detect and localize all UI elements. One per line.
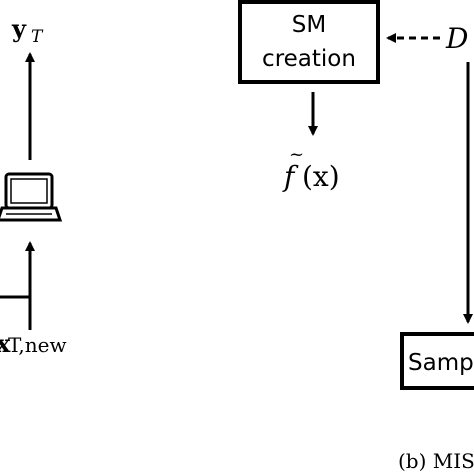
- surrogate-function-args: (x): [302, 160, 340, 193]
- sm-creation-label-line2: creation: [262, 46, 356, 72]
- input-variable-x: x: [0, 329, 11, 358]
- laptop-icon: [0, 172, 63, 222]
- sampling-box: [400, 332, 474, 390]
- surrogate-function-tilde: ~: [289, 144, 304, 165]
- subfigure-caption: (b) MIS: [398, 449, 474, 473]
- sm-creation-box: [238, 0, 380, 84]
- input-variable-x-subscript: T,new: [8, 333, 67, 357]
- data-label-d: D: [445, 22, 468, 55]
- output-variable-y: y: [11, 14, 27, 43]
- sm-creation-label-line1: SM: [292, 12, 326, 38]
- sampling-box-label: Samp: [408, 350, 474, 376]
- output-variable-y-subscript: T: [31, 27, 44, 47]
